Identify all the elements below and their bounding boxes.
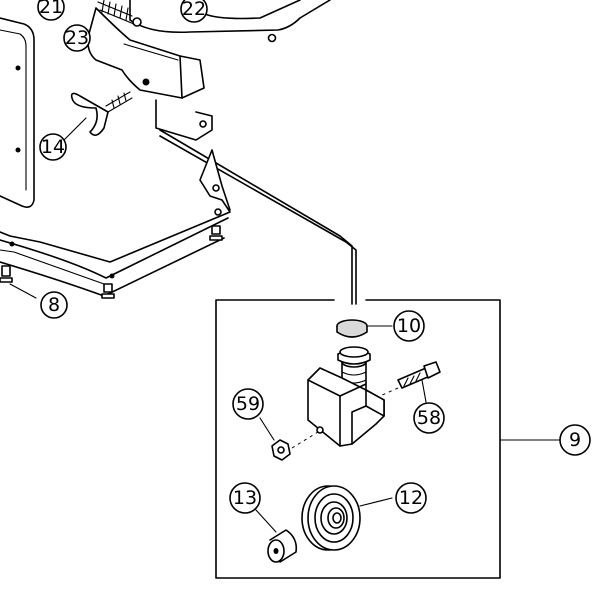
nut-59 [259, 417, 319, 461]
callout-8: 8 [40, 291, 68, 319]
callout-23: 23 [63, 24, 91, 52]
base-rivet [109, 273, 115, 279]
callout-22-label: 22 [182, 0, 206, 20]
callout-58-label: 58 [417, 407, 441, 429]
callout-23-label: 23 [65, 27, 89, 49]
spring-nut [132, 17, 142, 27]
callout-9-label: 9 [569, 429, 581, 451]
callout-9: 9 [559, 424, 591, 456]
bracket-hole [316, 426, 324, 434]
callout-8-label: 8 [48, 294, 60, 316]
callout-58: 58 [413, 402, 445, 434]
assembly-9-box [215, 299, 561, 579]
base-screws-8 [0, 225, 223, 299]
callout-21: 21 [37, 0, 65, 21]
callout-10: 10 [393, 310, 425, 342]
cap-10 [336, 319, 393, 338]
roller-13 [255, 509, 298, 563]
callout-12: 12 [395, 482, 427, 514]
callout-59: 59 [232, 388, 264, 420]
spring-23 [97, 0, 135, 25]
pulley-12 [301, 485, 393, 551]
callout-14: 14 [39, 133, 67, 161]
callout-12-label: 12 [399, 487, 423, 509]
machine-frame [0, 0, 357, 305]
callout-59-label: 59 [236, 393, 260, 415]
mount-bracket [307, 346, 385, 447]
callout-14-label: 14 [41, 136, 65, 158]
panel-rivet [15, 147, 21, 153]
plate-screw [267, 33, 277, 43]
base-rivet [9, 241, 15, 247]
callout-21-label: 21 [39, 0, 63, 18]
callout-13-label: 13 [233, 487, 257, 509]
panel-rivet [15, 65, 21, 71]
bolt-58 [379, 361, 441, 403]
arm-pivot-hole [142, 78, 150, 86]
base-screw [212, 184, 220, 192]
bracket-screw [199, 120, 207, 128]
base-screw [214, 208, 222, 216]
callout-22: 22 [180, 0, 208, 23]
wing-bolt-14 [70, 91, 133, 136]
callout-10-label: 10 [397, 315, 421, 337]
callout-13: 13 [229, 482, 261, 514]
